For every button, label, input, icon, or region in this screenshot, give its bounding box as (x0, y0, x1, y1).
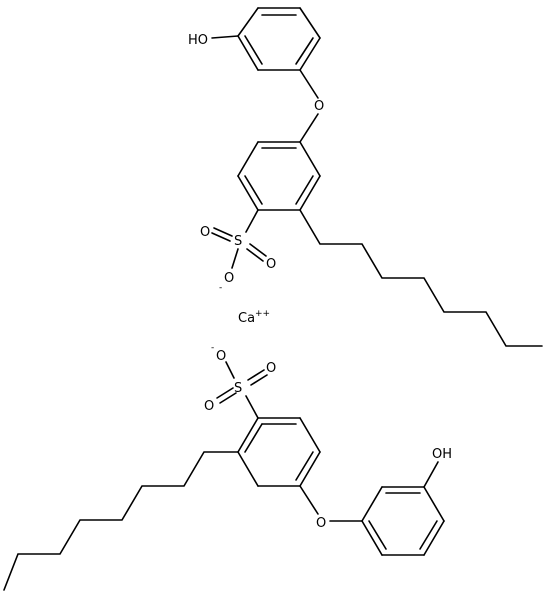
bottom-oxide-label: O (216, 349, 226, 364)
top-oxide-label: O (224, 271, 234, 286)
top-sulfonyl-oxygen-1: O (200, 225, 210, 240)
top-oxide-charge: - (219, 283, 222, 293)
bottom-sulfonyl-oxygen-1: O (266, 361, 276, 376)
top-sulfonate-ion: HO O S O O O - (188, 7, 543, 347)
top-benzene-ring (237, 141, 321, 211)
bottom-sulfur-label: S (234, 381, 242, 396)
bottom-s-o2-double (216, 387, 234, 399)
top-s-o2-double (249, 243, 267, 257)
top-phenol-ring (237, 7, 321, 71)
top-octyl-chain (299, 209, 543, 347)
top-ether-bond-upper (299, 69, 319, 99)
calcium-cation: Ca ++ (238, 309, 270, 326)
bottom-s-c-bond (245, 395, 259, 419)
top-ether-oxygen-label: O (314, 99, 324, 114)
top-sulfonyl-oxygen-2: O (266, 257, 276, 272)
top-sulfur-label: S (234, 234, 242, 249)
top-s-o1-double (213, 227, 233, 237)
bottom-ether-oxygen-label: O (316, 516, 326, 531)
top-ho-bond (211, 35, 239, 39)
bottom-octyl-chain (3, 451, 239, 591)
bottom-s-o-single (225, 361, 235, 379)
top-hydroxyl-label: HO (188, 33, 208, 48)
bottom-phenol-ring (361, 486, 445, 556)
bottom-benzene-ring (237, 417, 321, 487)
top-c-s-bond (245, 209, 259, 233)
bottom-ether-bond-left (299, 485, 319, 515)
bottom-sulfonate-ion: O - S O O O (3, 343, 452, 591)
calcium-label: Ca (238, 311, 255, 326)
bottom-hydroxyl-label: OH (432, 447, 452, 462)
bottom-oh-bond (423, 461, 439, 488)
bottom-sulfonyl-oxygen-2: O (204, 399, 214, 414)
top-ether-bond-lower (299, 113, 319, 143)
bottom-oxide-charge: - (211, 343, 214, 353)
bottom-s-o1-double (247, 369, 265, 381)
top-s-o-single (231, 248, 239, 269)
calcium-charge: ++ (255, 309, 270, 319)
